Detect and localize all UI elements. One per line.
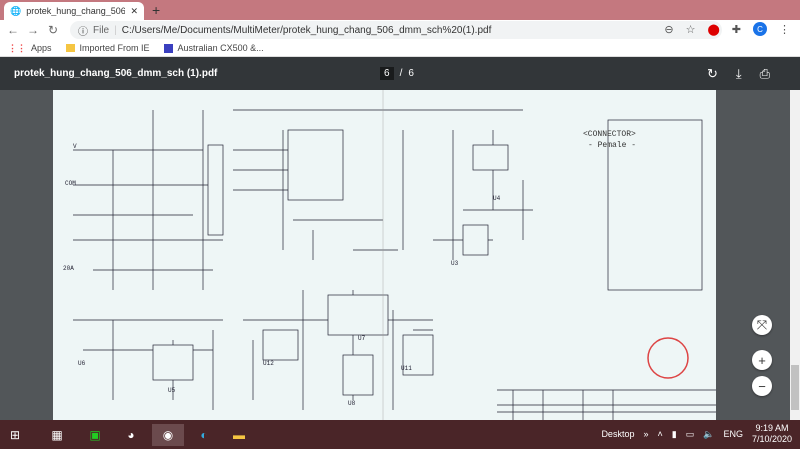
bookmark-label: Imported From IE	[79, 43, 150, 53]
site-favicon-icon	[163, 43, 173, 53]
toolbar: ← → ↻ ⓘ File | C:/Users/Me/Documents/Mul…	[0, 20, 800, 40]
pdf-filename: protek_hung_chang_506_dmm_sch (1).pdf	[14, 68, 218, 79]
url-scheme: File	[93, 24, 110, 36]
scrollbar[interactable]	[790, 90, 800, 420]
app-icon-paint[interactable]: ◕	[127, 428, 135, 442]
globe-icon: 🌐	[10, 5, 22, 16]
tray-expand-icon[interactable]: ˄	[657, 429, 663, 439]
connector-box	[607, 119, 703, 291]
ic-chips	[152, 119, 703, 396]
clock-time: 9:19 AM	[755, 423, 789, 433]
new-tab-button[interactable]: +	[152, 2, 161, 18]
pdf-toolbar: protek_hung_chang_506_dmm_sch (1).pdf 6 …	[0, 57, 800, 90]
zoom-in-button[interactable]: +	[752, 350, 772, 370]
start-windows-icon[interactable]: ⊞	[9, 428, 21, 442]
apps-grid-icon: ⋮⋮	[8, 42, 26, 53]
url-divider: |	[114, 24, 117, 36]
app-icon-chrome[interactable]: ◉	[152, 424, 184, 446]
label-u3: U3	[451, 260, 459, 267]
connector-subtitle: - Pemale -	[588, 141, 636, 150]
zoom-out-button[interactable]: −	[752, 376, 772, 396]
label-u12: U12	[263, 360, 274, 367]
bookmark-star-icon[interactable]: ☆	[685, 23, 696, 36]
red-stamp	[647, 337, 689, 379]
app-icon-edge[interactable]: ◐	[200, 428, 208, 442]
zoom-icon[interactable]: ⊖	[664, 23, 674, 36]
clock[interactable]: 9:19 AM 7/10/2020	[752, 423, 792, 445]
browser-tab[interactable]: 🌐 protek_hung_chang_506_dmm_s ✕	[4, 2, 144, 20]
label-u5: U5	[168, 387, 176, 394]
folder-icon	[65, 44, 75, 52]
app-icon-file-explorer[interactable]: ▬	[233, 428, 245, 442]
extension-opera-icon[interactable]: ⬤	[707, 23, 720, 36]
bookmarks-bar: ⋮⋮ Apps Imported From IE Australian CX500…	[0, 40, 800, 57]
clock-date: 7/10/2020	[751, 434, 792, 444]
address-bar[interactable]: ⓘ File | C:/Users/Me/Documents/MultiMete…	[70, 21, 722, 39]
scrollbar-thumb[interactable]	[791, 365, 799, 410]
bookmark-label: Apps	[31, 43, 52, 53]
bookmark-australian[interactable]: Australian CX500 &...	[163, 43, 264, 53]
volume-icon[interactable]: 🔈	[703, 428, 715, 439]
close-tab-icon[interactable]: ✕	[130, 5, 138, 16]
rotate-icon[interactable]: ↻	[706, 66, 718, 81]
fit-page-button[interactable]: ⤧	[752, 315, 772, 335]
schematic-drawing: <CONNECTOR> - Pemale - U4 U3 U6 U5 U7 U8…	[63, 90, 716, 420]
download-icon[interactable]: ⤓	[735, 66, 742, 81]
tab-strip: 🌐 protek_hung_chang_506_dmm_s ✕ +	[0, 0, 800, 20]
bookmark-imported[interactable]: Imported From IE	[65, 43, 150, 53]
tab-title: protek_hung_chang_506_dmm_s	[26, 6, 126, 16]
bookmark-label: Australian CX500 &...	[177, 43, 264, 53]
chevron-icon[interactable]: »	[643, 429, 649, 439]
page-separator: /	[399, 68, 403, 79]
url-text[interactable]: C:/Users/Me/Documents/MultiMeter/protek_…	[121, 24, 492, 36]
profile-avatar[interactable]: C	[753, 22, 767, 36]
pdf-page: <CONNECTOR> - Pemale - U4 U3 U6 U5 U7 U8…	[53, 90, 716, 420]
menu-icon[interactable]: ⋮	[779, 23, 790, 36]
reload-icon[interactable]: ↻	[47, 23, 59, 37]
print-icon[interactable]: ⎙	[759, 66, 770, 81]
extensions-puzzle-icon[interactable]: ✚	[731, 23, 741, 36]
battery-icon[interactable]: ▮	[671, 428, 677, 439]
label-u4: U4	[493, 195, 501, 202]
desktop-toolbar[interactable]: Desktop	[601, 429, 635, 439]
taskbar: ⊞ ▦ ▣ ◕ ◉ ◐ ▬ Desktop » ˄ ▮ ▭ 🔈 ENG 9:19…	[0, 420, 800, 449]
page-number-input[interactable]: 6	[380, 67, 394, 80]
label-u7: U7	[358, 335, 366, 342]
language-indicator[interactable]: ENG	[723, 429, 743, 439]
label-com: COM	[65, 180, 76, 187]
back-icon[interactable]: ←	[7, 23, 19, 37]
label-20a: 20A	[63, 265, 74, 272]
bookmark-apps[interactable]: ⋮⋮ Apps	[8, 43, 52, 54]
total-pages: 6	[408, 68, 414, 79]
label-u6: U6	[78, 360, 86, 367]
label-v: V	[73, 143, 77, 150]
app-icon-calculator[interactable]: ▣	[89, 428, 101, 442]
label-u11: U11	[401, 365, 412, 372]
network-icon[interactable]: ▭	[685, 428, 695, 439]
app-icon-photos[interactable]: ▦	[51, 428, 63, 442]
page-indicator: 6 / 6	[380, 67, 414, 80]
forward-icon[interactable]: →	[27, 23, 39, 37]
label-u8: U8	[348, 400, 356, 407]
connector-title: <CONNECTOR>	[583, 130, 636, 139]
info-icon[interactable]: ⓘ	[78, 26, 88, 38]
